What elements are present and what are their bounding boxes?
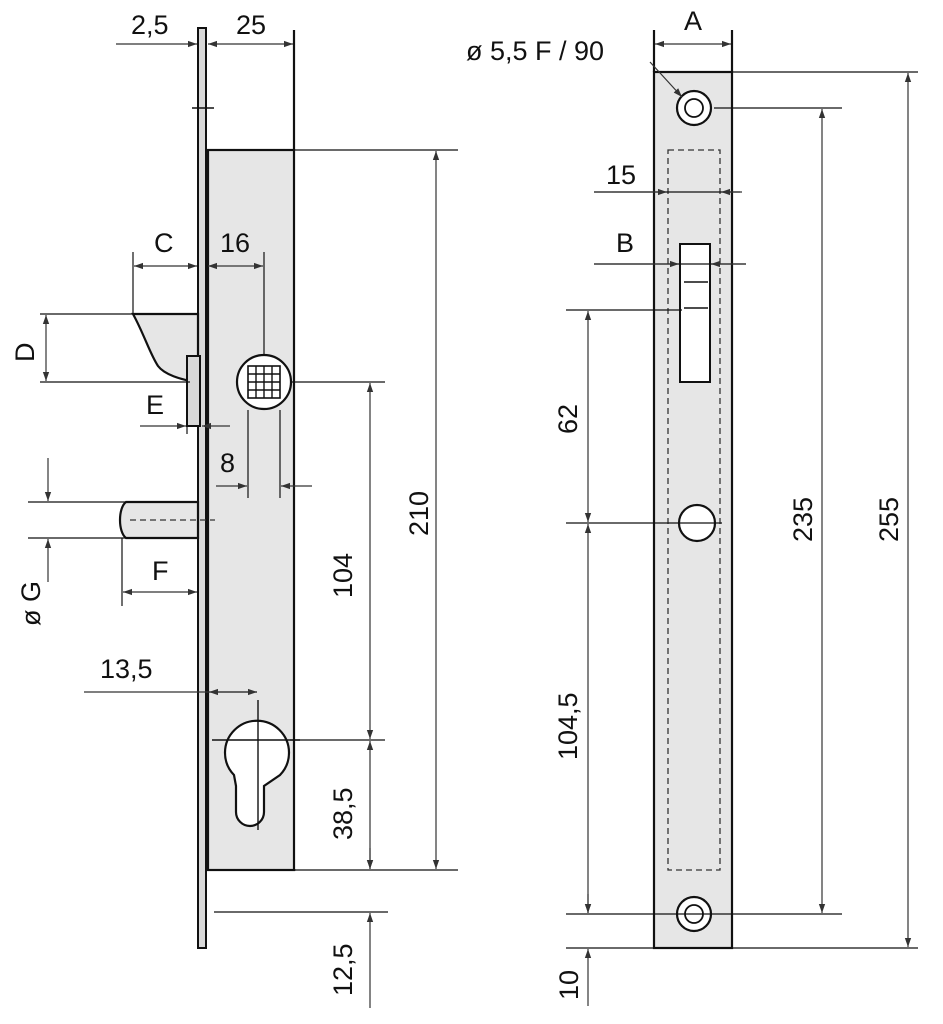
dim-bottom-extension: 12,5 [328,943,358,996]
dim-case-depth: 25 [236,10,266,40]
front-view: A ø 5,5 F / 90 15 B 62 104,5 235 255 10 [466,6,918,1006]
dim-cylinder-to-bottom: 38,5 [328,787,358,840]
spindle-hole [235,353,293,411]
dim-guide-offset: E [146,390,164,420]
latch-opening [679,243,711,383]
dim-spindle-to-cylinder: 104 [328,553,358,598]
dim-spindle-size: 8 [220,448,235,478]
dim-screw-to-end: 10 [554,970,584,1000]
top-screw-hole [675,89,713,127]
dead-bolt [118,500,200,540]
dim-spindle-offset: 16 [220,228,250,258]
side-faceplate [197,27,207,949]
dim-screw-hole: ø 5,5 F / 90 [466,36,604,66]
dim-faceplate-width: A [684,6,702,36]
dim-latch-projection: C [154,228,174,258]
dim-bolt-projection: F [152,556,169,586]
side-view: 2,5 25 C 16 D E 8 ø G F 13,5 104 [10,10,458,1008]
dim-screw-distance: 235 [788,497,818,542]
latch-guide [186,355,201,427]
dim-latch-height: D [10,343,40,363]
dim-faceplate-length: 255 [874,497,904,542]
dim-case-height: 210 [404,491,434,536]
dim-cylinder-offset: 13,5 [100,654,153,684]
dim-bolt-diameter: ø G [16,581,46,626]
dim-center-to-screw: 104,5 [553,692,583,760]
dim-latch-opening: B [616,228,634,258]
dim-faceplate-thickness: 2,5 [131,10,169,40]
cylinder-hole [212,700,300,830]
dim-inner-width: 15 [606,160,636,190]
dim-latch-to-center: 62 [553,404,583,434]
hidden-case-outline [667,149,721,871]
